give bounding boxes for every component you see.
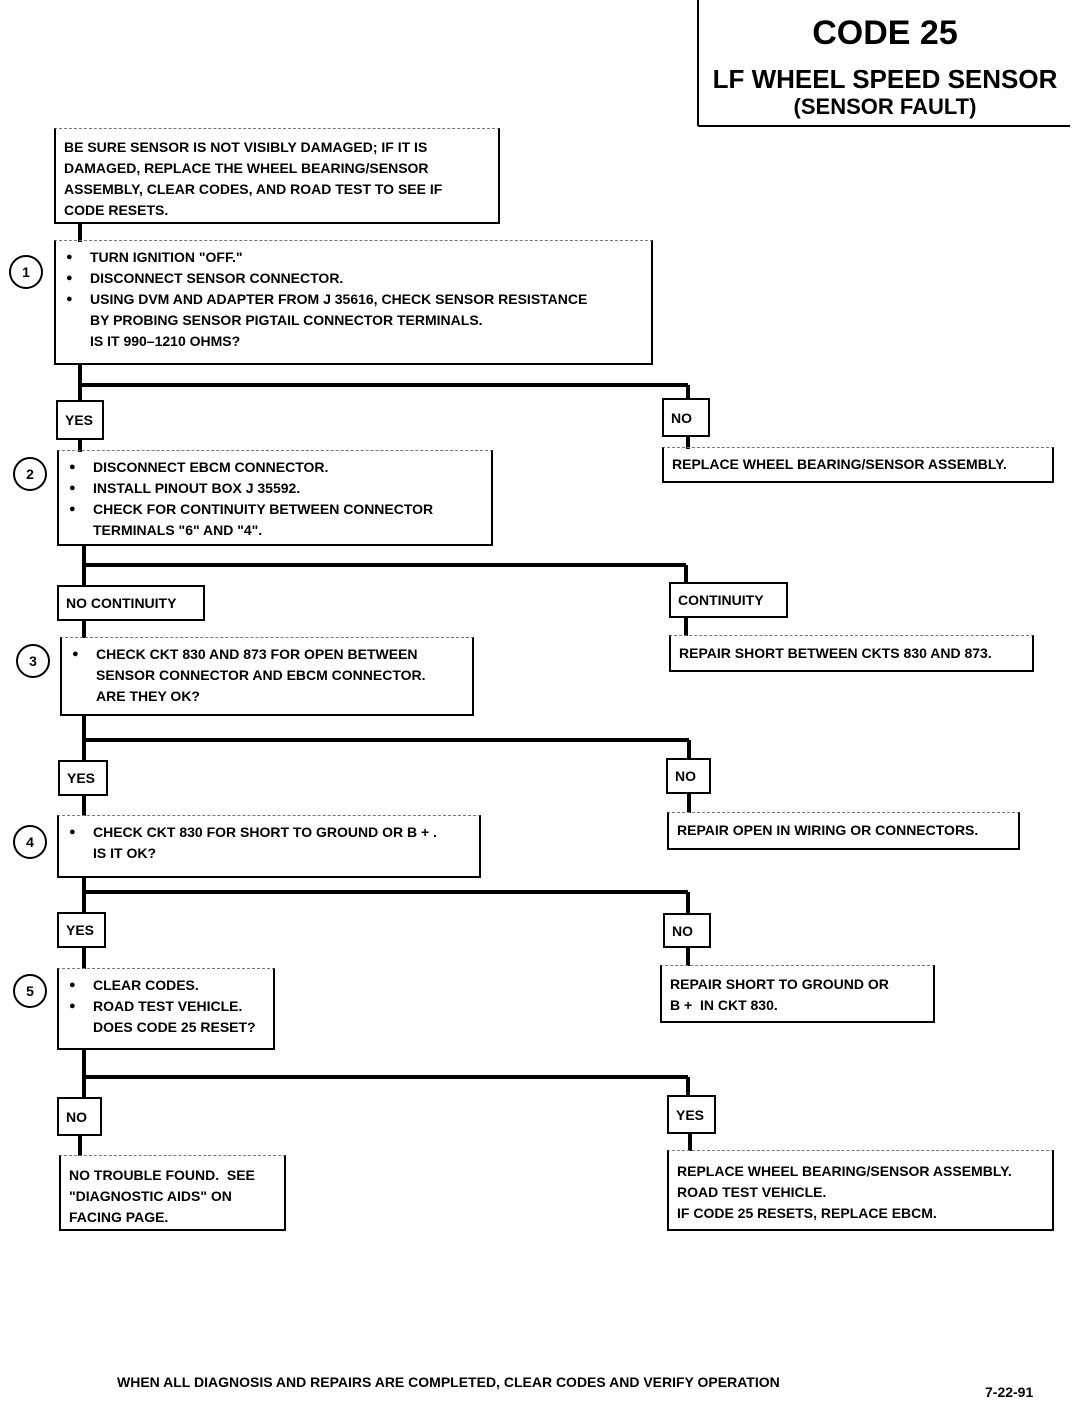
step-5-instruction: DOES CODE 25 RESET? bbox=[93, 1019, 256, 1035]
step-2-instruction: TERMINALS "6" AND "4". bbox=[93, 522, 263, 538]
step-3-instruction: ARE THEY OK? bbox=[96, 688, 200, 704]
step-1-no-label: NO bbox=[662, 398, 710, 437]
step-4-box: CHECK CKT 830 FOR SHORT TO GROUND OR B +… bbox=[57, 815, 481, 878]
step-number-4: 4 bbox=[13, 825, 47, 859]
step-5-no-label: NO bbox=[57, 1097, 102, 1136]
step-3-instruction: SENSOR CONNECTOR AND EBCM CONNECTOR. bbox=[96, 667, 426, 683]
step-1-instruction: USING DVM AND ADAPTER FROM J 35616, CHEC… bbox=[64, 289, 643, 310]
step-5-no-result: NO TROUBLE FOUND. SEE "DIAGNOSTIC AIDS" … bbox=[59, 1155, 286, 1231]
step-2-box: DISCONNECT EBCM CONNECTOR.INSTALL PINOUT… bbox=[57, 450, 493, 546]
intro-box: BE SURE SENSOR IS NOT VISIBLY DAMAGED; I… bbox=[54, 128, 500, 224]
diagram-title: LF WHEEL SPEED SENSOR bbox=[712, 64, 1058, 94]
code-title: CODE 25 bbox=[812, 14, 958, 52]
step-4-instruction: CHECK CKT 830 FOR SHORT TO GROUND OR B +… bbox=[67, 822, 471, 843]
step-1-instruction: BY PROBING SENSOR PIGTAIL CONNECTOR TERM… bbox=[90, 312, 483, 328]
step-4-no-label: NO bbox=[663, 913, 711, 948]
step-number-5: 5 bbox=[13, 974, 47, 1008]
step-3-box: CHECK CKT 830 AND 873 FOR OPEN BETWEEN SE… bbox=[60, 637, 474, 716]
step-number-3: 3 bbox=[16, 644, 50, 678]
step-2-instruction: INSTALL PINOUT BOX J 35592. bbox=[67, 478, 483, 499]
step-3-no-result: REPAIR OPEN IN WIRING OR CONNECTORS. bbox=[667, 812, 1020, 850]
step-5-instruction: CLEAR CODES. bbox=[67, 975, 265, 996]
step-1-no-result: REPLACE WHEEL BEARING/SENSOR ASSEMBLY. bbox=[662, 447, 1054, 483]
step-2-continuity-label: CONTINUITY bbox=[669, 582, 788, 618]
step-5-yes-label: YES bbox=[667, 1095, 716, 1134]
footer-note: WHEN ALL DIAGNOSIS AND REPAIRS ARE COMPL… bbox=[117, 1374, 780, 1390]
step-5-instruction: ROAD TEST VEHICLE. bbox=[67, 996, 265, 1017]
step-4-no-result: REPAIR SHORT TO GROUND OR B + IN CKT 830… bbox=[660, 965, 935, 1023]
step-5-yes-result: REPLACE WHEEL BEARING/SENSOR ASSEMBLY. R… bbox=[667, 1150, 1054, 1231]
step-1-instruction: TURN IGNITION "OFF." bbox=[64, 247, 643, 268]
step-2-instruction: DISCONNECT EBCM CONNECTOR. bbox=[67, 457, 483, 478]
step-4-yes-label: YES bbox=[57, 912, 106, 948]
footer-date: 7-22-91 bbox=[985, 1384, 1034, 1400]
step-1-yes-label: YES bbox=[56, 400, 104, 440]
step-1-instruction: IS IT 990–1210 OHMS? bbox=[90, 333, 241, 349]
step-2-continuity-result: REPAIR SHORT BETWEEN CKTS 830 AND 873. bbox=[669, 635, 1034, 672]
step-number-2: 2 bbox=[13, 457, 47, 491]
step-4-instruction: IS IT OK? bbox=[93, 845, 156, 861]
diagram-subtitle: (SENSOR FAULT) bbox=[793, 94, 977, 119]
step-1-box: TURN IGNITION "OFF."DISCONNECT SENSOR CO… bbox=[54, 240, 653, 365]
step-number-1: 1 bbox=[9, 255, 43, 289]
step-3-instruction: CHECK CKT 830 AND 873 FOR OPEN BETWEEN bbox=[70, 644, 464, 665]
step-3-yes-label: YES bbox=[58, 760, 108, 796]
step-1-instruction: DISCONNECT SENSOR CONNECTOR. bbox=[64, 268, 643, 289]
step-2-no-continuity-label: NO CONTINUITY bbox=[57, 585, 205, 621]
step-2-instruction: CHECK FOR CONTINUITY BETWEEN CONNECTOR bbox=[67, 499, 483, 520]
step-3-no-label: NO bbox=[666, 758, 711, 794]
step-5-box: CLEAR CODES.ROAD TEST VEHICLE. DOES CODE … bbox=[57, 968, 275, 1050]
